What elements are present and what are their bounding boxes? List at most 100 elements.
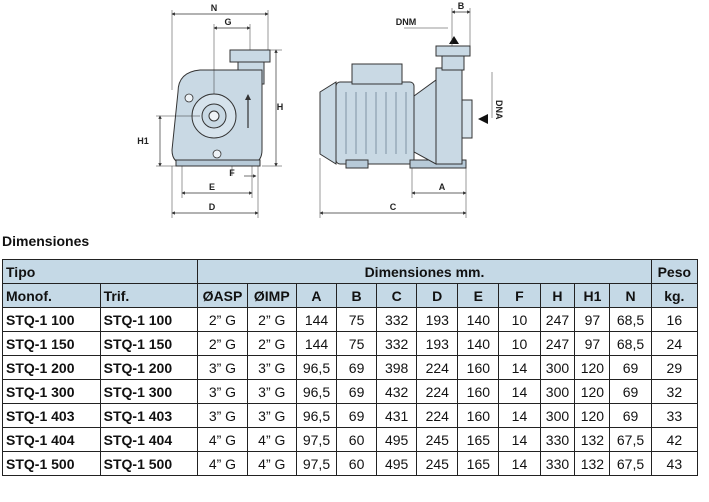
value-cell: 193: [416, 307, 459, 332]
value-cell: 3” G: [197, 403, 248, 428]
value-cell: 67,5: [609, 451, 652, 476]
label-H: H: [277, 102, 284, 112]
value-cell: 14: [498, 379, 541, 404]
value-cell: 120: [574, 379, 611, 404]
value-cell: 96,5: [295, 379, 338, 404]
value-cell: 2” G: [197, 307, 248, 332]
label-G: G: [224, 17, 231, 27]
value-cell: 96,5: [295, 355, 338, 380]
column-header: ØASP: [197, 283, 248, 308]
value-cell: 43: [650, 451, 699, 476]
value-cell: 247: [539, 331, 576, 356]
value-cell: 144: [295, 331, 338, 356]
value-cell: 140: [457, 307, 500, 332]
value-cell: 140: [457, 331, 500, 356]
model-cell: STQ-1 404: [99, 427, 199, 452]
model-cell: STQ-1 200: [99, 355, 199, 380]
column-header: B: [336, 283, 378, 308]
value-cell: 14: [498, 403, 541, 428]
column-header: kg.: [650, 283, 699, 308]
value-cell: 97: [574, 307, 611, 332]
value-cell: 245: [416, 451, 459, 476]
value-cell: 2” G: [246, 331, 297, 356]
label-DNA: DNA: [494, 100, 504, 120]
value-cell: 132: [574, 451, 611, 476]
value-cell: 3” G: [197, 379, 248, 404]
value-cell: 332: [376, 331, 418, 356]
column-header: H: [539, 283, 576, 308]
value-cell: 16: [650, 307, 699, 332]
model-cell: STQ-1 403: [2, 403, 101, 428]
value-cell: 60: [336, 427, 378, 452]
front-view-drawing: N G H H1 F E D: [137, 3, 283, 218]
value-cell: 495: [376, 427, 418, 452]
value-cell: 69: [336, 355, 378, 380]
model-cell: STQ-1 403: [99, 403, 199, 428]
value-cell: 332: [376, 307, 418, 332]
value-cell: 67,5: [609, 427, 652, 452]
value-cell: 4” G: [197, 427, 248, 452]
model-cell: STQ-1 150: [99, 331, 199, 356]
label-A: A: [439, 182, 446, 192]
label-E: E: [209, 182, 215, 192]
value-cell: 3” G: [246, 379, 297, 404]
value-cell: 4” G: [246, 427, 297, 452]
value-cell: 132: [574, 427, 611, 452]
value-cell: 330: [539, 451, 576, 476]
value-cell: 120: [574, 403, 611, 428]
value-cell: 69: [336, 403, 378, 428]
column-header: C: [376, 283, 418, 308]
dimensions-table: Tipo Dimensiones mm. Peso Monof.Trif.ØAS…: [1, 259, 699, 476]
label-B: B: [458, 1, 465, 11]
value-cell: 300: [539, 379, 576, 404]
column-header: F: [498, 283, 541, 308]
label-H1: H1: [137, 136, 149, 146]
model-cell: STQ-1 500: [2, 451, 101, 476]
model-cell: STQ-1 404: [2, 427, 101, 452]
value-cell: 60: [336, 451, 378, 476]
column-header: E: [457, 283, 500, 308]
column-header: Monof.: [2, 283, 101, 308]
model-cell: STQ-1 200: [2, 355, 101, 380]
value-cell: 14: [498, 355, 541, 380]
value-cell: 398: [376, 355, 418, 380]
column-header: ØIMP: [246, 283, 297, 308]
header-dimensiones: Dimensiones mm.: [197, 259, 652, 284]
value-cell: 69: [609, 355, 652, 380]
value-cell: 495: [376, 451, 418, 476]
value-cell: 160: [457, 403, 500, 428]
value-cell: 68,5: [609, 331, 652, 356]
header-tipo: Tipo: [1, 259, 199, 284]
label-C: C: [390, 202, 397, 212]
value-cell: 165: [457, 427, 500, 452]
column-header: D: [416, 283, 459, 308]
model-cell: STQ-1 300: [99, 379, 199, 404]
label-DNM: DNM: [396, 17, 417, 27]
column-header: Trif.: [99, 283, 199, 308]
column-header: A: [295, 283, 338, 308]
value-cell: 431: [376, 403, 418, 428]
model-cell: STQ-1 100: [2, 307, 101, 332]
value-cell: 10: [498, 307, 541, 332]
value-cell: 97,5: [295, 427, 338, 452]
value-cell: 14: [498, 427, 541, 452]
header-row-top: Tipo Dimensiones mm. Peso: [1, 259, 699, 284]
value-cell: 2” G: [246, 307, 297, 332]
value-cell: 69: [609, 379, 652, 404]
column-header: H1: [574, 283, 611, 308]
value-cell: 160: [457, 379, 500, 404]
side-view-drawing: DNM B DNA A C: [319, 1, 504, 218]
value-cell: 144: [295, 307, 338, 332]
header-peso: Peso: [650, 259, 699, 284]
model-cell: STQ-1 100: [99, 307, 199, 332]
label-D: D: [209, 202, 216, 212]
section-title: Dimensiones: [2, 233, 90, 249]
value-cell: 193: [416, 331, 459, 356]
